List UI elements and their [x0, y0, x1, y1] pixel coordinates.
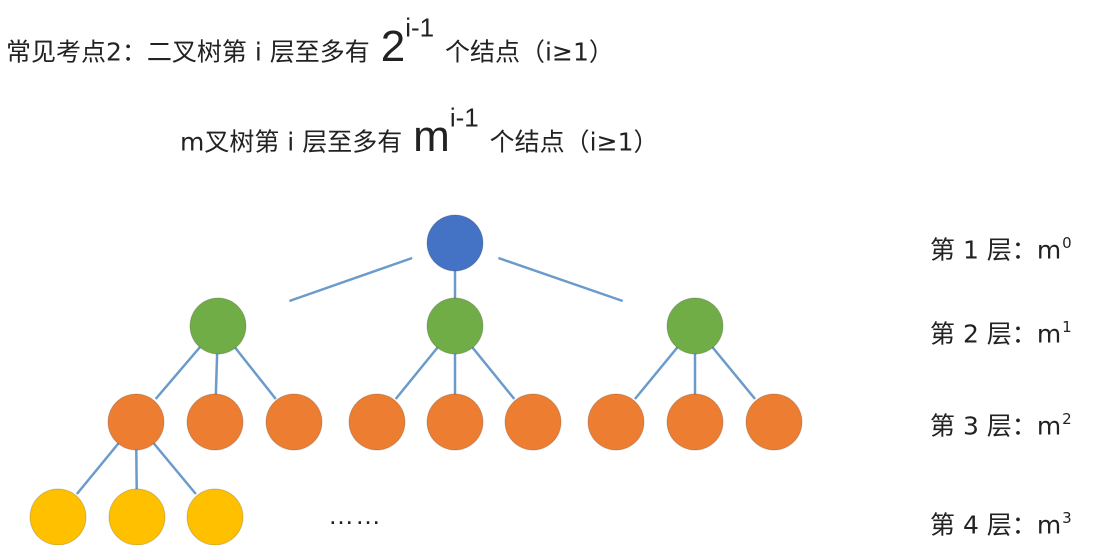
formula-prefix: 常见考点2：二叉树第 i 层至多有 [6, 37, 370, 67]
tree-node-level-4 [186, 488, 244, 545]
tree-edge [75, 436, 125, 495]
tree-edge [706, 340, 757, 400]
formula-suffix: 个结点（i≥1） [445, 37, 614, 67]
tree-node-level-3 [426, 393, 484, 451]
formula-suffix: 个结点（i≥1） [489, 127, 659, 157]
level-label-4: 第 4 层：m3 [930, 509, 1072, 540]
tree-node-level-3 [666, 393, 724, 451]
tree-node-level-1 [426, 214, 484, 272]
level-label-3: 第 3 层：m2 [930, 410, 1072, 441]
tree-node-level-3 [587, 393, 645, 451]
tree-node-level-2 [666, 297, 724, 355]
tree-node-level-2 [189, 297, 247, 355]
tree-edge [154, 340, 207, 400]
formula-exponent: i-1 [449, 102, 479, 132]
tree-node-level-3 [186, 393, 244, 451]
tree-edge [633, 340, 684, 400]
level-label-1: 第 1 层：m0 [930, 234, 1072, 265]
tree-edge [288, 256, 413, 303]
tree-node-level-3 [745, 393, 803, 451]
tree-nodes [29, 214, 803, 545]
tree-node-level-4 [108, 488, 166, 545]
tree-edge [147, 436, 197, 495]
formula-prefix: m叉树第 i 层至多有 [180, 127, 403, 157]
tree-node-level-2 [426, 297, 484, 355]
level-label-2: 第 2 层：m1 [930, 318, 1072, 349]
tree-edge [394, 340, 444, 400]
formula-m-ary-tree: m叉树第 i 层至多有 mi-1 个结点（i≥1） [180, 92, 658, 161]
tree-node-level-3 [107, 393, 165, 451]
formula-binary-tree: 常见考点2：二叉树第 i 层至多有 2i-1 个结点（i≥1） [6, 2, 614, 71]
tree-node-level-4 [29, 488, 87, 545]
tree-edge [228, 340, 277, 400]
formula-base: 2i-1 [380, 12, 435, 71]
tree-node-level-3 [265, 393, 323, 451]
ellipsis: …… [328, 500, 382, 530]
tree-node-level-3 [348, 393, 406, 451]
tree-edge [497, 256, 624, 303]
tree-edge [466, 340, 516, 400]
tree-edges [75, 256, 757, 495]
formula-exponent: i-1 [405, 12, 435, 42]
tree-node-level-3 [504, 393, 562, 451]
formula-base: mi-1 [413, 102, 479, 161]
